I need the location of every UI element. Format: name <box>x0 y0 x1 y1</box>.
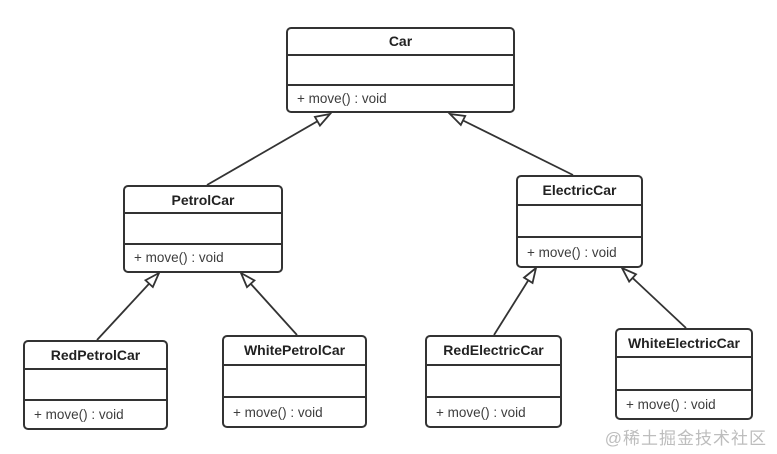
class-method: + move() : void <box>436 404 526 420</box>
class-method: + move() : void <box>134 250 224 266</box>
inheritance-arrow-redpetrolcar-to-petrolcar <box>96 270 161 341</box>
class-box-whitepetrolcar: WhitePetrolCar + move() : void <box>222 335 367 428</box>
inheritance-arrow-whitepetrolcar-to-petrolcar <box>239 270 298 336</box>
class-name: ElectricCar <box>518 177 641 206</box>
inheritance-arrow-whiteelectriccar-to-electriccar <box>619 266 687 329</box>
watermark-text: @稀土掘金技术社区 <box>604 429 767 448</box>
class-name: RedPetrolCar <box>25 342 166 370</box>
inheritance-arrow-electriccar-to-car <box>447 112 574 176</box>
class-method: + move() : void <box>527 244 617 260</box>
class-attributes-compartment <box>427 366 560 399</box>
class-attributes-compartment <box>224 366 365 399</box>
class-name: Car <box>288 29 513 56</box>
class-method: + move() : void <box>34 407 124 423</box>
class-box-car: Car + move() : void <box>286 27 515 113</box>
class-attributes-compartment <box>617 358 751 391</box>
class-method: + move() : void <box>297 90 387 106</box>
class-name: PetrolCar <box>125 187 281 215</box>
class-box-petrolcar: PetrolCar + move() : void <box>123 185 283 273</box>
class-attributes-compartment <box>25 370 166 402</box>
class-method: + move() : void <box>233 404 323 420</box>
class-attributes-compartment <box>125 214 281 245</box>
class-method: + move() : void <box>626 396 716 412</box>
class-box-redelectriccar: RedElectricCar + move() : void <box>425 335 562 428</box>
class-box-redpetrolcar: RedPetrolCar + move() : void <box>23 340 168 430</box>
class-name: RedElectricCar <box>427 337 560 366</box>
class-name: WhiteElectricCar <box>617 330 751 359</box>
class-box-whiteelectriccar: WhiteElectricCar + move() : void <box>615 328 753 420</box>
class-attributes-compartment <box>518 206 641 239</box>
inheritance-arrow-petrolcar-to-car <box>206 112 333 186</box>
class-attributes-compartment <box>288 56 513 86</box>
inheritance-arrow-redelectriccar-to-electriccar <box>493 265 538 336</box>
class-name: WhitePetrolCar <box>224 337 365 366</box>
class-box-electriccar: ElectricCar + move() : void <box>516 175 643 268</box>
